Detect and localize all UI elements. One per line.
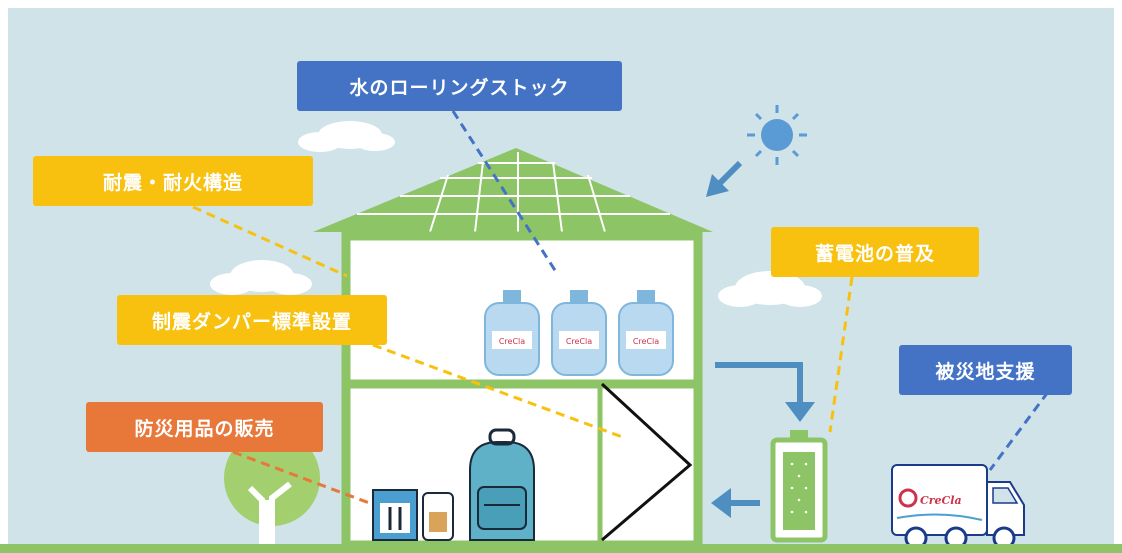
leader-quake-fire (192, 205, 348, 278)
sunlight-arrow-icon (706, 160, 743, 197)
label-damper: 制震ダンパー標準設置 (117, 295, 387, 345)
ground (0, 544, 1122, 553)
leader-water-stock (451, 110, 560, 276)
leader-disaster-support (988, 391, 1050, 471)
damper-brace (600, 382, 693, 542)
water-bottle-icon: CreCla (484, 290, 540, 376)
battery-icon (770, 430, 828, 543)
charge-arrow-icon (715, 362, 815, 422)
svg-text:CreCla: CreCla (566, 337, 592, 346)
truck-icon: CreCla (891, 464, 1025, 550)
svg-text:CreCla: CreCla (633, 337, 659, 346)
supply-arrow-icon (711, 488, 760, 518)
svg-text:CreCla: CreCla (499, 337, 525, 346)
leader-disaster-goods (232, 450, 373, 506)
sun-icon (747, 105, 807, 165)
water-bottle-icon: CreCla (551, 290, 607, 376)
water-bottle-icon: CreCla (618, 290, 674, 376)
canned-food-icon (422, 492, 454, 541)
label-quake-fire-structure: 耐震・耐火構造 (33, 156, 313, 206)
solar-roof (313, 148, 713, 233)
cloud-icon (210, 260, 312, 295)
cloud-icon (718, 271, 822, 307)
label-disaster-goods: 防災用品の販売 (86, 402, 323, 452)
cloud-icon (298, 121, 395, 152)
label-water-rolling-stock: 水のローリングストック (297, 61, 622, 111)
tree-icon (224, 430, 320, 545)
truck-logo-text: CreCla (920, 494, 962, 507)
label-battery: 蓄電池の普及 (771, 227, 979, 277)
leader-battery (828, 276, 854, 433)
backpack-icon (469, 428, 535, 541)
food-pack-icon (372, 489, 418, 541)
label-disaster-support: 被災地支援 (899, 345, 1072, 395)
